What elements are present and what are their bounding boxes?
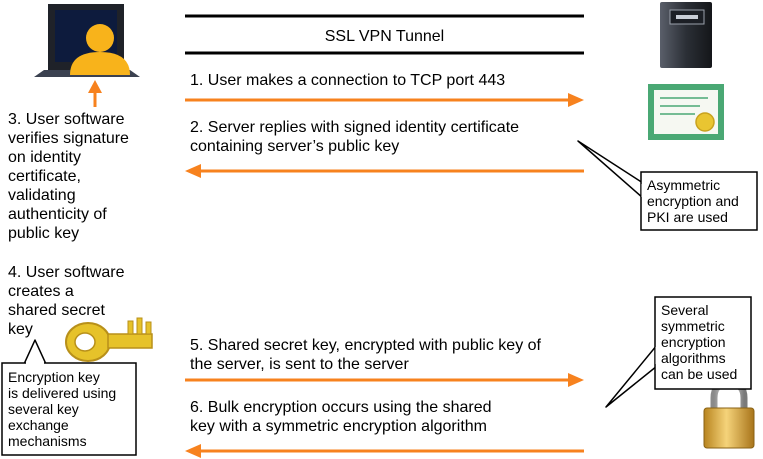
step-3-text: 3. User software verifies signature on i… [8,111,129,242]
server-icon [660,2,712,68]
step-6-text: 6. Bulk encryption occurs using the shar… [190,399,492,435]
arrow-step1 [185,93,584,107]
arrow-step5 [185,373,584,387]
arrow-step6 [185,444,584,458]
arrow-step2 [185,164,584,178]
step-1-text: 1. User makes a connection to TCP port 4… [190,72,506,89]
callout-key-exchange-shape [1,339,137,456]
key-icon [65,317,153,362]
step-2-text: 2. Server replies with signed identity c… [190,119,520,155]
arrow-verify-up [88,80,102,107]
step-4-text: 4. User software creates a shared secret… [8,264,125,338]
laptop-user-icon [34,4,140,77]
callout-symmetric-text: Several symmetric encryption algorithms … [661,302,738,382]
callout-asymmetric-text: Asymmetric encryption and PKI are used [647,177,739,225]
callout-asymmetric-shape [577,140,758,231]
tunnel-title: SSL VPN Tunnel [324,28,445,45]
step-5-text: 5. Shared secret key, encrypted with pub… [190,337,541,373]
callout-symmetric-shape [605,296,752,408]
certificate-icon [648,84,724,140]
padlock-icon [703,379,755,449]
callout-key-exchange-text: Encryption key is delivered using severa… [8,369,117,449]
